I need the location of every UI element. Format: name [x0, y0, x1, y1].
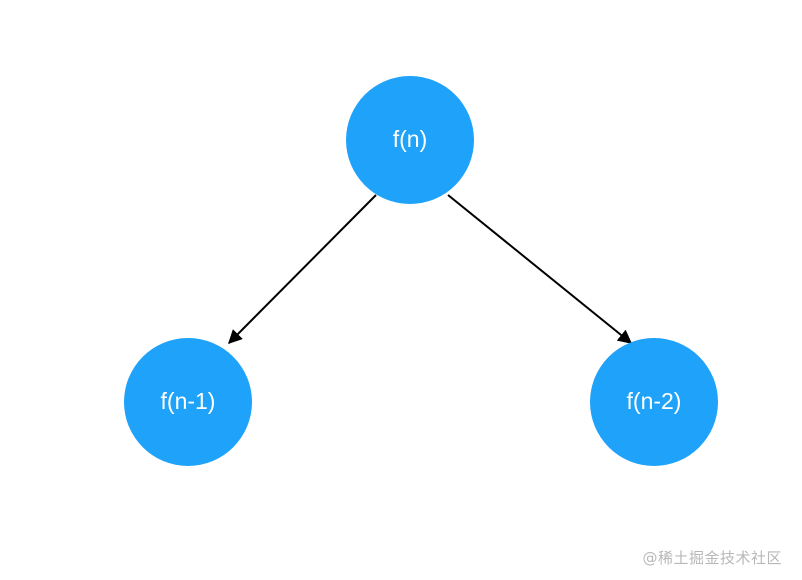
node-circle [346, 76, 474, 204]
node-f-n: f(n) [346, 76, 474, 204]
node-label: f(n) [393, 126, 428, 152]
edge-root-to-left [228, 194, 377, 344]
node-label: f(n-2) [627, 388, 682, 414]
node-circle [124, 338, 252, 466]
edge-root-to-right [447, 194, 633, 344]
node-circle [590, 338, 718, 466]
watermark-text: @稀土掘金技术社区 [642, 549, 782, 567]
node-label: f(n-1) [161, 388, 216, 414]
node-f-n-minus-2: f(n-2) [590, 338, 718, 466]
node-f-n-minus-1: f(n-1) [124, 338, 252, 466]
